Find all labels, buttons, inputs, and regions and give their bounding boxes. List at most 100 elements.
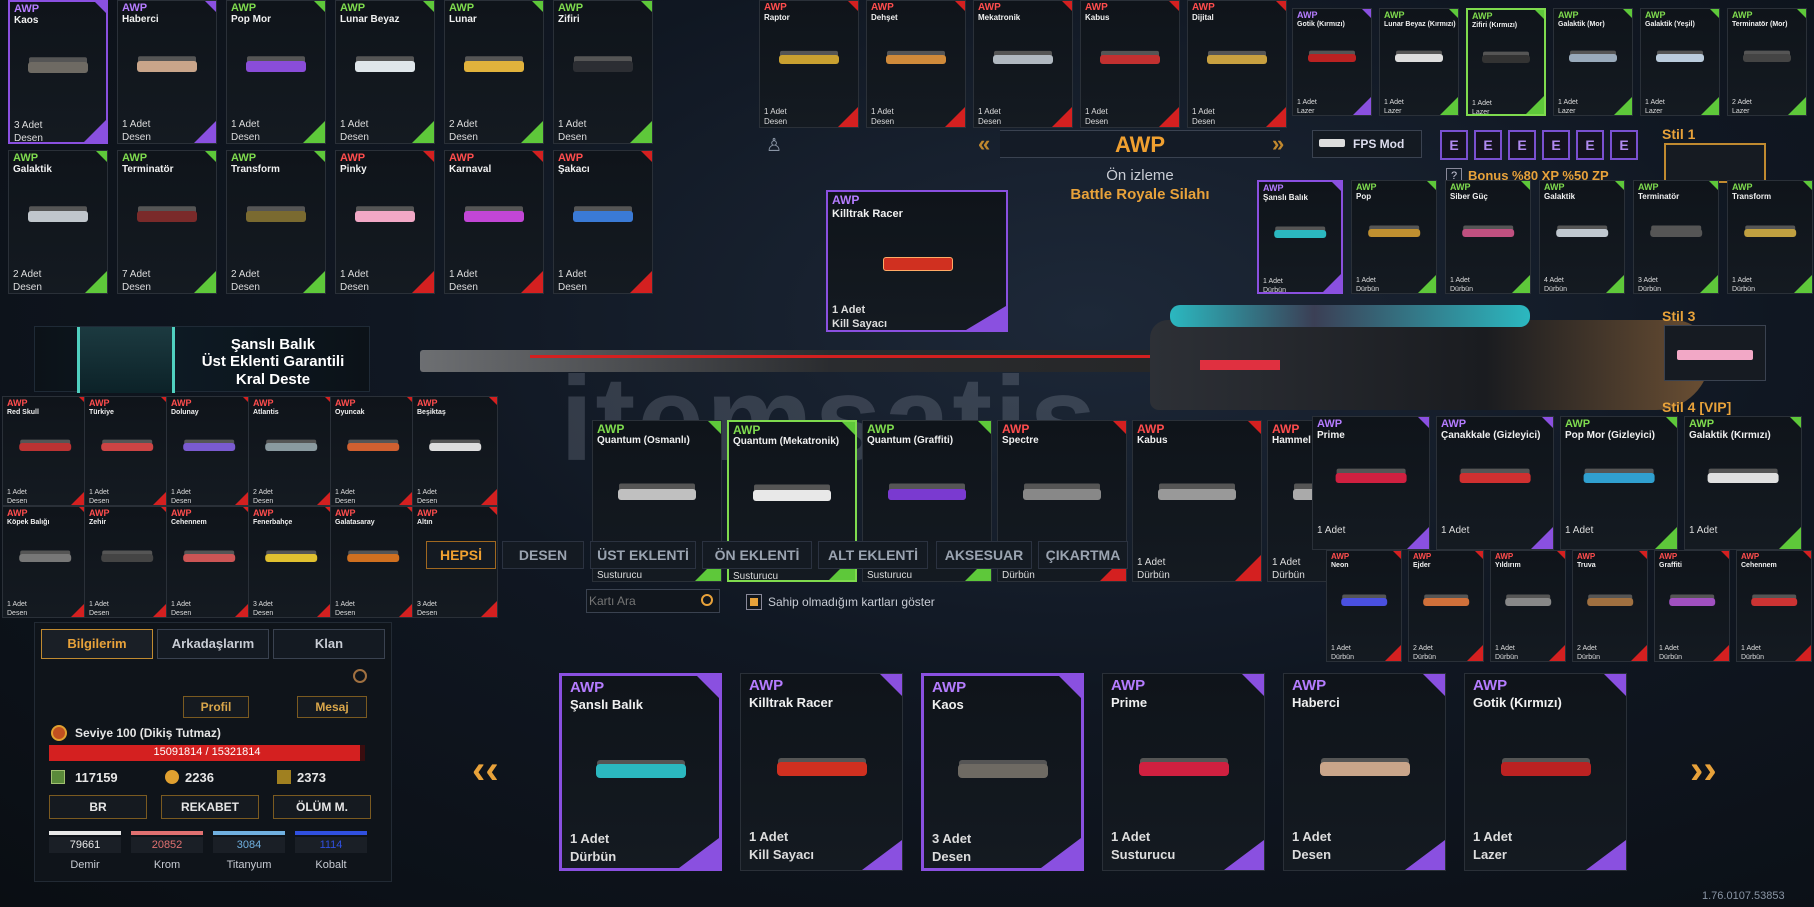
profile-tab-arkadaslarim[interactable]: Arkadaşlarım: [157, 629, 269, 659]
profile-tab-klan[interactable]: Klan: [273, 629, 385, 659]
tab-0[interactable]: HEPSİ: [426, 541, 496, 569]
search-icon[interactable]: [701, 594, 713, 606]
attachment-slot[interactable]: E: [1576, 130, 1604, 160]
card-art: [1274, 229, 1326, 238]
tab-5[interactable]: AKSESUAR: [936, 541, 1032, 569]
search-box[interactable]: [586, 589, 720, 613]
stil1-thumb[interactable]: [1664, 143, 1766, 183]
killtrak-card[interactable]: AWP Killtrak Racer 1 Adet Kill Sayacı: [826, 190, 1008, 332]
settings-icon[interactable]: [353, 669, 367, 683]
stil3-thumb[interactable]: [1664, 325, 1766, 381]
profile-tab-bilgilerim[interactable]: Bilgilerim: [41, 629, 153, 659]
attachment-slot[interactable]: E: [1610, 130, 1638, 160]
attachment-slot[interactable]: E: [1542, 130, 1570, 160]
preview-next-arrow[interactable]: »: [1272, 131, 1285, 156]
tab-1[interactable]: DESEN: [502, 541, 584, 569]
coin-gold-icon: [165, 770, 179, 784]
character-icon[interactable]: ♙: [766, 135, 783, 155]
profile-button[interactable]: Profil: [183, 696, 249, 718]
fps-mod-toggle[interactable]: FPS Mod: [1312, 130, 1422, 158]
attachment-slot[interactable]: E: [1474, 130, 1502, 160]
owned-checkbox[interactable]: [746, 594, 762, 610]
preview-prev-arrow[interactable]: «: [978, 131, 991, 156]
stil3-label: Stil 3: [1662, 308, 1696, 324]
attachment-slot[interactable]: E: [1508, 130, 1536, 160]
br-button[interactable]: BR: [49, 795, 147, 819]
tab-4[interactable]: ALT EKLENTİ: [818, 541, 928, 569]
tab-3[interactable]: ÖN EKLENTİ: [702, 541, 812, 569]
bottom-prev-arrow[interactable]: ‹‹: [472, 748, 499, 792]
card-weapon: AWP: [1137, 422, 1165, 436]
bottom-next-arrow[interactable]: ››: [1690, 748, 1717, 792]
tab-6[interactable]: ÇIKARTMA: [1038, 541, 1128, 569]
search-input[interactable]: [589, 592, 689, 610]
message-button[interactable]: Mesaj: [297, 696, 367, 718]
tab-2[interactable]: ÜST EKLENTİ: [590, 541, 696, 569]
rekabet-button[interactable]: REKABET: [161, 795, 259, 819]
olum-button[interactable]: ÖLÜM M.: [273, 795, 371, 819]
attachment-slot[interactable]: E: [1440, 130, 1468, 160]
card-weapon: AWP: [449, 2, 475, 14]
promo-banner[interactable]: Şanslı Balık Üst Eklenti Garantili Kral …: [34, 326, 370, 393]
card-name: Prime: [1317, 430, 1345, 441]
